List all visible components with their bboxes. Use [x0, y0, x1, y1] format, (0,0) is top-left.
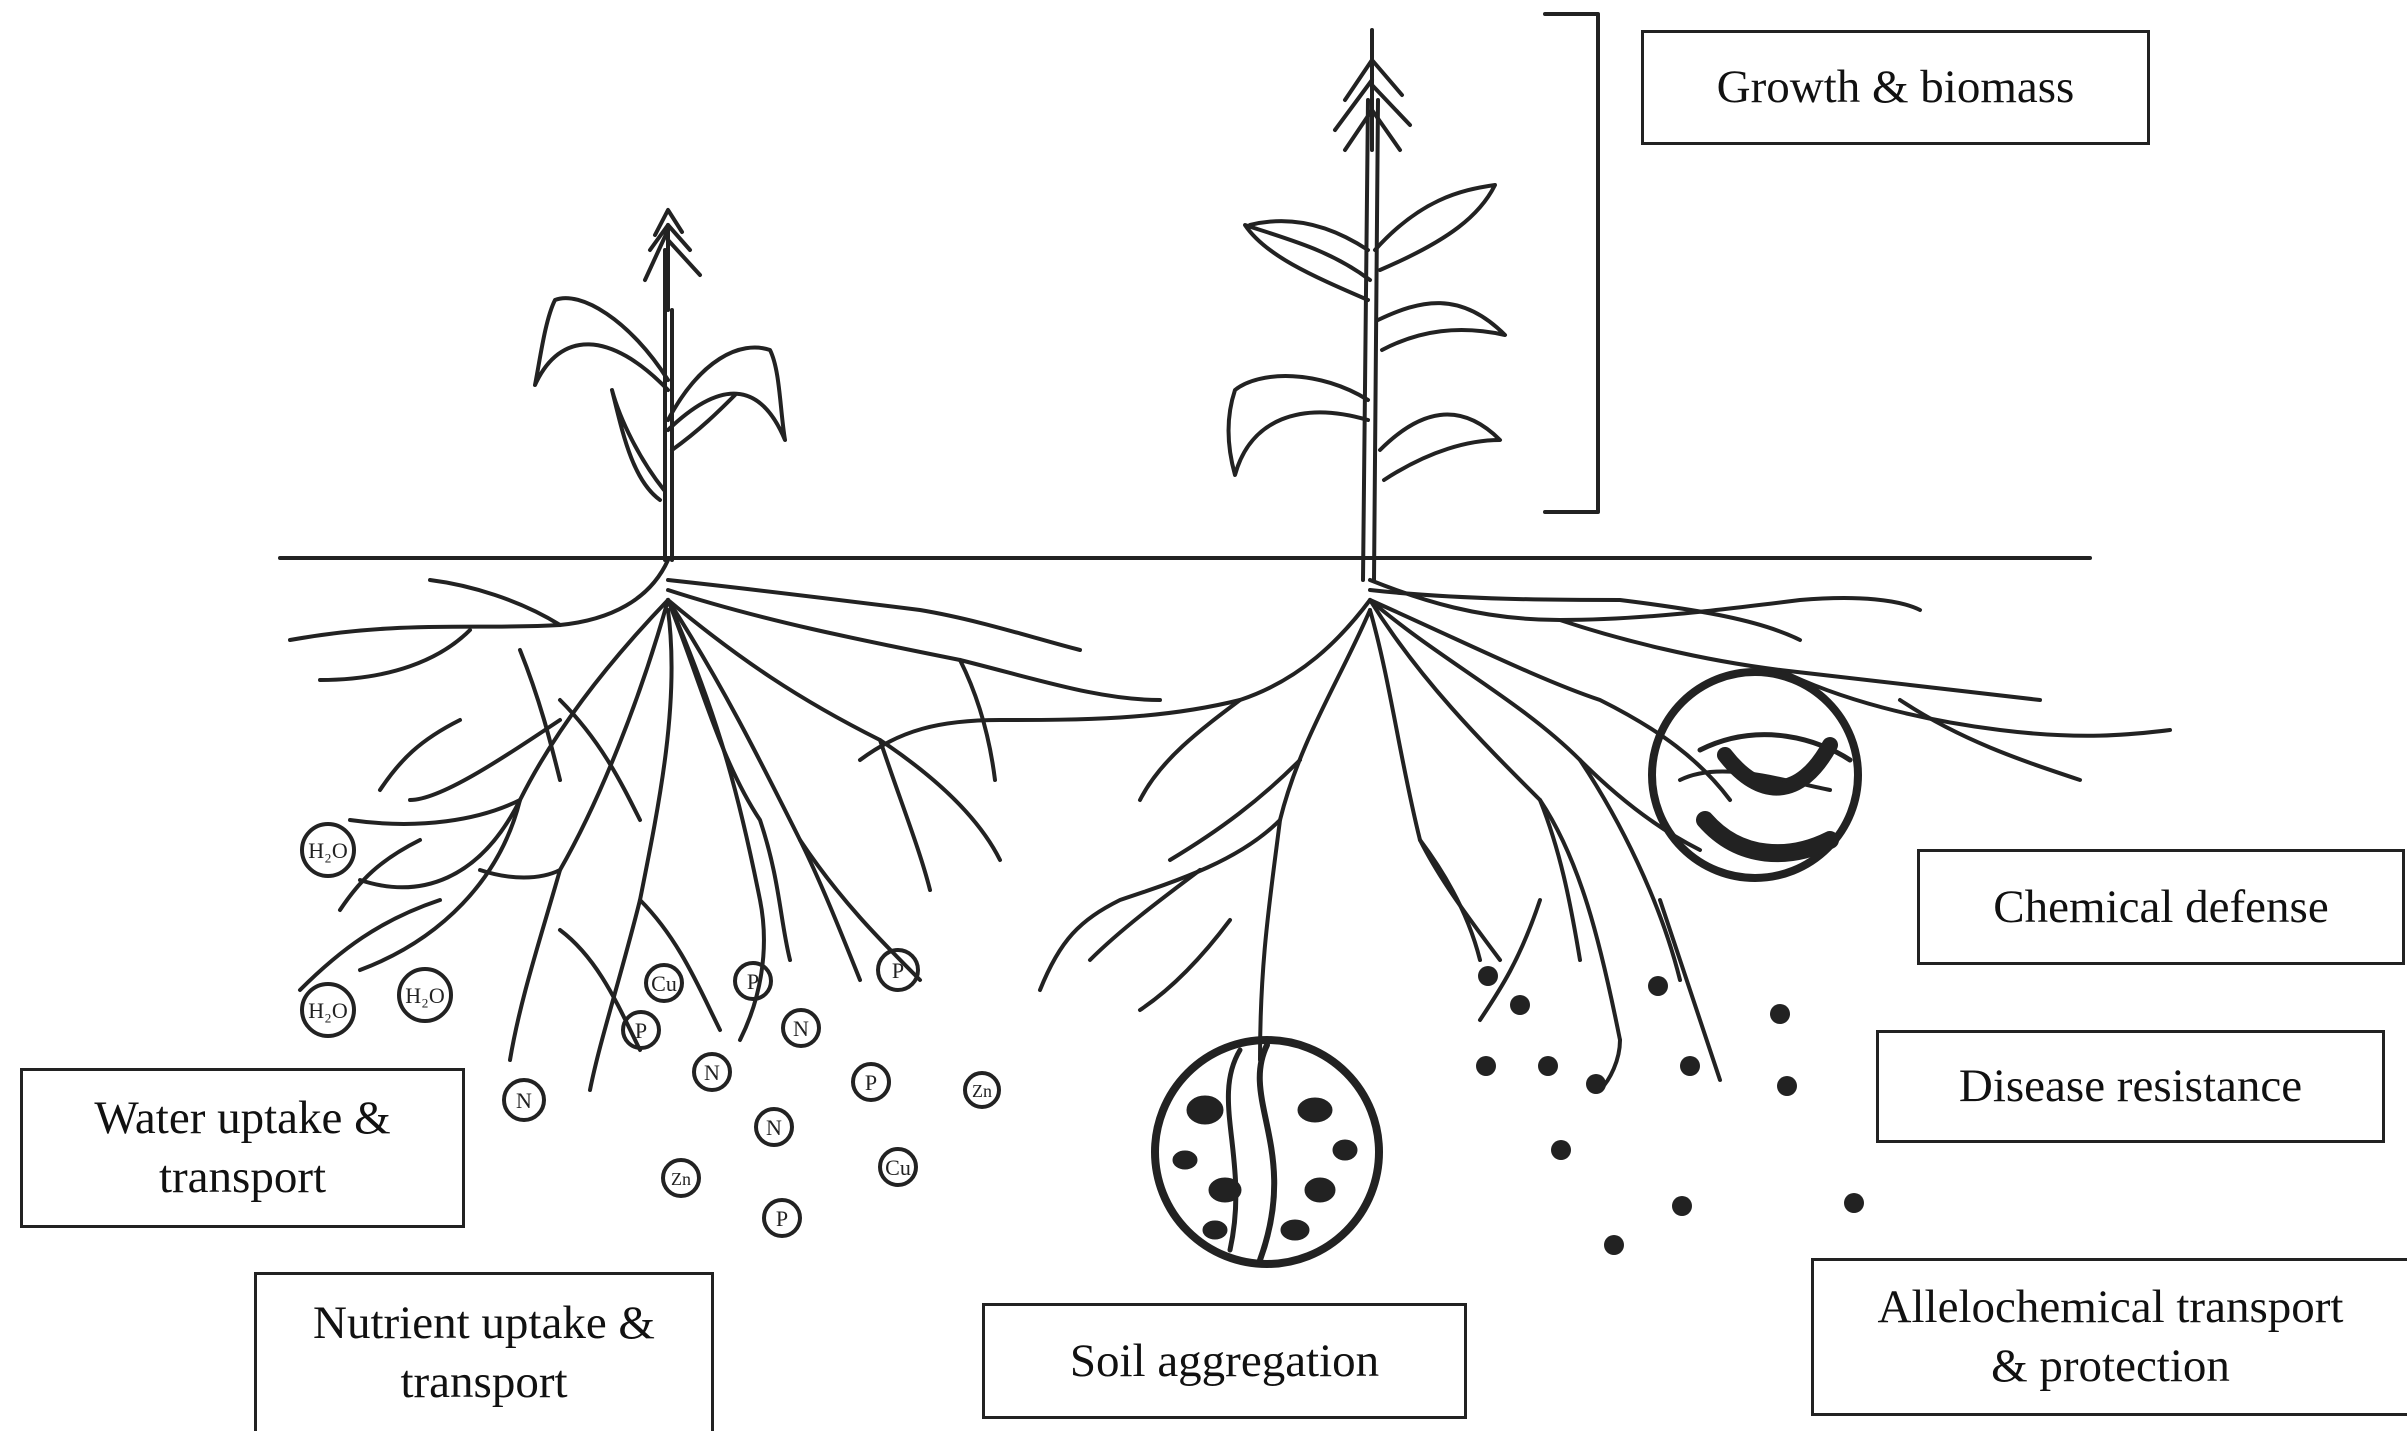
svg-text:Cu: Cu	[651, 971, 677, 996]
disease-resistance-label: Disease resistance	[1876, 1030, 2385, 1143]
svg-text:P: P	[892, 958, 904, 983]
nutrient-marker-p: P	[764, 1200, 800, 1236]
nutrient-marker-n: N	[756, 1109, 792, 1145]
nutrient-marker-zn: Zn	[663, 1160, 699, 1196]
soil-aggregation-label: Soil aggregation	[982, 1303, 1467, 1419]
nutrient-marker-n: N	[504, 1080, 544, 1120]
allelochemical-label: Allelochemical transport & protection	[1811, 1258, 2407, 1416]
svg-text:N: N	[793, 1016, 809, 1041]
svg-text:H₂O: H₂O	[405, 983, 444, 1008]
allelochemical-dots	[1476, 966, 1864, 1255]
microbe-inset	[1652, 672, 1858, 878]
svg-text:N: N	[766, 1115, 782, 1140]
svg-text:Zn: Zn	[671, 1169, 691, 1189]
svg-text:P: P	[865, 1070, 877, 1095]
water-marker: H₂O	[399, 969, 451, 1021]
svg-text:H₂O: H₂O	[308, 838, 347, 863]
left-maize-plant	[535, 210, 785, 560]
chemical-defense-label: Chemical defense	[1917, 849, 2405, 965]
soil-aggregate-inset	[1155, 1040, 1379, 1264]
water-uptake-label: Water uptake & transport	[20, 1068, 465, 1228]
nutrient-marker-n: N	[694, 1054, 730, 1090]
nutrient-uptake-label: Nutrient uptake & transport	[254, 1272, 714, 1431]
left-root-system	[290, 560, 1160, 1090]
svg-text:Zn: Zn	[972, 1081, 992, 1101]
nutrient-marker-cu: Cu	[880, 1149, 916, 1185]
svg-text:N: N	[516, 1088, 532, 1113]
nutrient-marker-zn: Zn	[965, 1073, 999, 1107]
svg-text:P: P	[747, 969, 759, 994]
svg-text:H₂O: H₂O	[308, 998, 347, 1023]
svg-text:P: P	[635, 1018, 647, 1043]
svg-text:N: N	[704, 1060, 720, 1085]
nutrient-marker-p: P	[853, 1064, 889, 1100]
water-marker: H₂O	[302, 824, 354, 876]
right-maize-plant	[1229, 30, 1505, 580]
svg-text:P: P	[776, 1206, 788, 1231]
nutrient-marker-n: N	[783, 1010, 819, 1046]
water-marker: H₂O	[302, 984, 354, 1036]
nutrient-marker-cu: Cu	[646, 965, 682, 1001]
growth-biomass-label: Growth & biomass	[1641, 30, 2150, 145]
svg-text:Cu: Cu	[885, 1155, 911, 1180]
nutrient-marker-p: P	[735, 963, 771, 999]
growth-bracket	[1545, 14, 1598, 512]
